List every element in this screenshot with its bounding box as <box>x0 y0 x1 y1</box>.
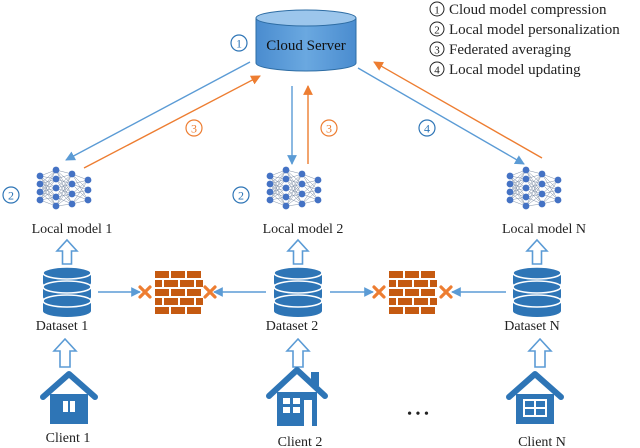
client-label: Client N <box>518 435 566 448</box>
house-icon <box>40 371 98 424</box>
up-arrow-icon <box>527 337 553 368</box>
database-icon <box>273 266 323 317</box>
database-icon <box>512 266 562 317</box>
step-marker-updating: 4 <box>418 119 436 137</box>
step-markers: 1 3 3 4 2 2 <box>2 34 436 204</box>
block-x-icon <box>439 285 453 299</box>
cloud-server-label: Cloud Server <box>266 38 346 54</box>
step-marker-averaging: 3 <box>320 119 338 137</box>
svg-text:1: 1 <box>434 5 440 17</box>
legend-label: Local model personalization <box>449 22 620 38</box>
neural-network-icon <box>266 166 322 210</box>
dataset-label: Dataset 1 <box>36 319 88 334</box>
up-arrow-icon <box>286 238 310 265</box>
legend-label: Federated averaging <box>449 42 572 58</box>
firewall-icon <box>389 271 437 314</box>
client-label: Client 2 <box>278 435 323 448</box>
svg-text:3: 3 <box>434 45 440 57</box>
dataset-label: Dataset 2 <box>266 319 318 334</box>
house-icon <box>266 367 328 426</box>
database-icon <box>42 266 92 317</box>
svg-text:2: 2 <box>8 189 14 203</box>
ellipsis: • • • <box>407 407 429 422</box>
house-icon <box>506 371 564 424</box>
firewall-icon <box>155 271 203 314</box>
step-marker-compression: 1 <box>230 34 248 52</box>
svg-text:3: 3 <box>326 122 332 136</box>
block-x-icon <box>138 285 152 299</box>
local-model-label: Local model 1 <box>32 222 113 237</box>
arrow-compression-to-model-1 <box>65 61 251 161</box>
legend-label: Cloud model compression <box>449 2 607 18</box>
legend-item: 3 Federated averaging <box>429 41 572 58</box>
step-marker-personalization: 2 <box>232 186 250 204</box>
arrow-averaging-from-model-1 <box>83 75 261 169</box>
legend-item: 2 Local model personalization <box>429 21 620 38</box>
legend-item: 4 Local model updating <box>429 61 581 78</box>
arrow-averaging-from-model-n <box>373 61 543 159</box>
block-x-icon <box>372 285 386 299</box>
cloud-server: Cloud Server <box>255 9 357 72</box>
legend-label: Local model updating <box>449 62 581 78</box>
legend: 1 Cloud model compression 2 Local model … <box>429 1 620 78</box>
svg-text:2: 2 <box>434 25 440 37</box>
svg-text:1: 1 <box>236 37 242 51</box>
arrows-server-models <box>65 61 543 169</box>
step-marker-personalization: 2 <box>2 186 20 204</box>
local-model-label: Local model 2 <box>263 222 344 237</box>
step-marker-averaging: 3 <box>185 119 203 137</box>
arrow-updating-to-model-n <box>357 67 525 165</box>
neural-network-icon <box>506 166 562 210</box>
local-model-label: Local model N <box>502 222 586 237</box>
block-x-icon <box>203 285 217 299</box>
svg-text:4: 4 <box>434 65 440 77</box>
up-arrow-icon <box>52 337 78 368</box>
dataset-label: Dataset N <box>504 319 560 334</box>
svg-text:4: 4 <box>424 122 430 136</box>
legend-item: 1 Cloud model compression <box>429 1 607 18</box>
neural-network-icon <box>36 166 92 210</box>
svg-text:3: 3 <box>191 122 197 136</box>
up-arrow-icon <box>285 337 311 368</box>
svg-text:2: 2 <box>238 189 244 203</box>
up-arrow-icon <box>525 238 549 265</box>
client-label: Client 1 <box>46 431 91 446</box>
up-arrow-icon <box>55 238 79 265</box>
